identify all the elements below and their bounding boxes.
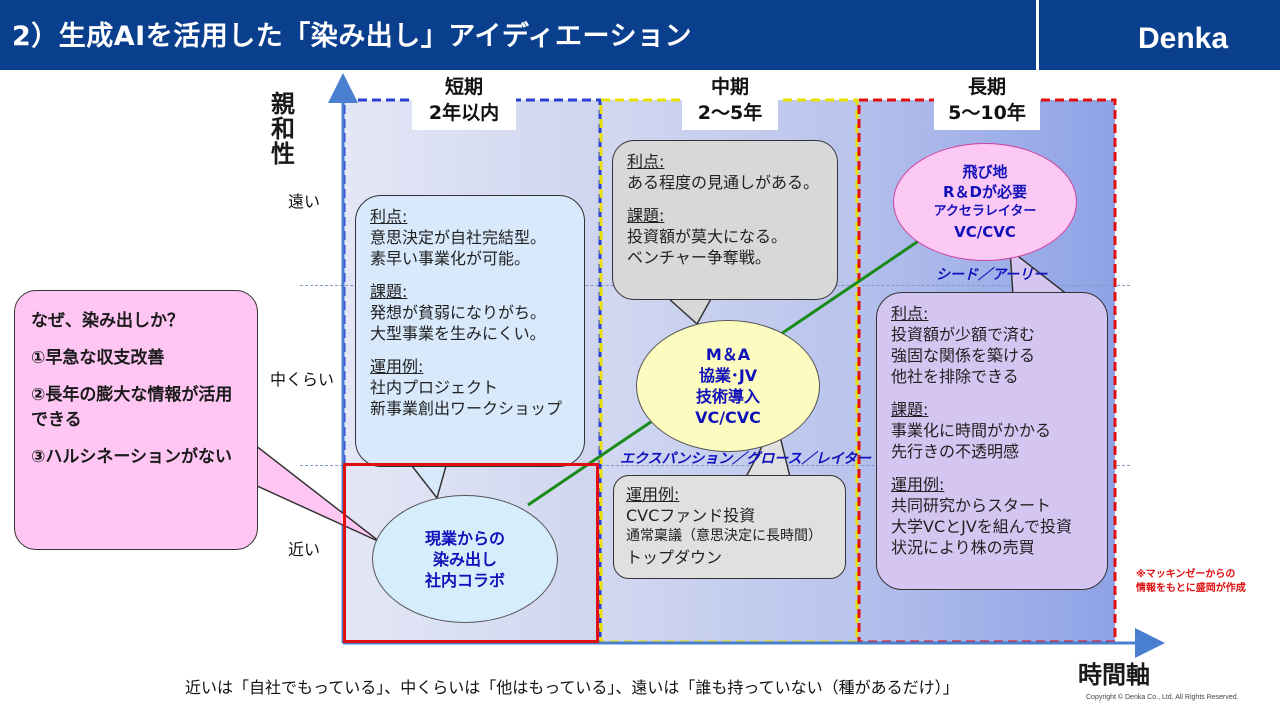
long-issue-title: 課題: [891, 400, 929, 419]
period-mid-name: 中期 [710, 76, 749, 98]
long-example-line: 状況により株の売買 [891, 538, 1035, 557]
header-bar: 2）生成AIを活用した「染み出し」アイディエーション Denka [0, 0, 1280, 70]
ellipse-short-line: 現業からの [424, 528, 505, 548]
long-merit-title: 利点: [891, 304, 929, 323]
ellipse-mid-term: M＆A 協業･JV 技術導入 VC/CVC [636, 320, 820, 452]
mid-issue-title: 課題: [627, 206, 665, 225]
long-example-line: 共同研究からスタート [891, 496, 1052, 515]
period-short-name: 短期 [444, 76, 483, 98]
long-merit-line: 他社を排除できる [891, 367, 1019, 386]
mid-top-callout-tail [665, 296, 714, 326]
period-long: 長期 5〜10年 [934, 70, 1040, 130]
mid-issue-line: 投資額が莫大になる。 [627, 227, 788, 246]
mid-merit-line: ある程度の見通しがある。 [627, 173, 820, 192]
source-note-line: ※マッキンゼーからの [1136, 569, 1236, 580]
ellipse-mid-line: 協業･JV [698, 366, 758, 385]
denka-logo: Denka [1138, 22, 1229, 55]
ellipse-short-line: 染み出し [432, 549, 497, 569]
long-merit-line: 強固な関係を築ける [891, 346, 1036, 365]
period-mid-range: 2〜5年 [697, 102, 763, 124]
short-term-callout: 利点: 意思決定が自社完結型。 素早い事業化が可能。 課題: 発想が貧弱になりが… [355, 195, 585, 467]
ellipse-short-line: 社内コラボ [424, 570, 505, 590]
ellipse-mid-line: 技術導入 [695, 387, 760, 406]
mid-example-title: 運用例: [626, 485, 680, 504]
stage-seed-label: シード／アーリー [936, 267, 1048, 283]
long-example-title: 運用例: [891, 475, 945, 494]
mid-issue-line: ベンチャー争奪戦。 [627, 248, 771, 267]
x-axis-label: 時間軸 [1078, 661, 1150, 689]
long-issue-line: 事業化に時間がかかる [891, 421, 1052, 440]
why-reason: ③ハルシネーションがない [31, 447, 233, 467]
source-note: ※マッキンゼーからの 情報をもとに盛岡が作成 [1136, 568, 1246, 596]
y-tick-medium: 中くらい [270, 370, 335, 389]
mid-example-line: CVCファンド投資 [626, 506, 756, 525]
y-tick-far: 遠い [288, 192, 321, 211]
highlight-box-near-short [343, 463, 599, 643]
mid-example-line: 通常稟議（意思決定に長時間） [626, 528, 822, 544]
long-issue-line: 先行きの不透明感 [891, 442, 1020, 461]
copyright: Copyright © Denka Co., Ltd. All Rights R… [1086, 694, 1239, 701]
long-term-callout: 利点: 投資額が少額で済む 強固な関係を築ける 他社を排除できる 課題: 事業化… [876, 292, 1108, 590]
mid-example-line: トップダウン [626, 548, 723, 567]
mid-term-callout-bottom: 運用例: CVCファンド投資 通常稟議（意思決定に長時間） トップダウン [613, 475, 846, 579]
period-mid: 中期 2〜5年 [682, 70, 778, 130]
header-divider [1036, 0, 1039, 70]
ellipse-mid-line: M＆A [705, 345, 751, 364]
guide-line-mid [300, 465, 1130, 466]
ellipse-long-line: VC/CVC [954, 223, 1016, 241]
bottom-caption: 近いは「自社でもっている」、中くらいは「他はもっている」、遠いは「誰も持っていな… [185, 678, 959, 697]
why-reason: ②長年の膨大な情報が活用できる [31, 385, 233, 430]
period-long-name: 長期 [967, 76, 1006, 98]
y-axis-label: 親和性 [271, 90, 295, 168]
why-title: なぜ、染み出しか？ [31, 311, 184, 331]
period-short-range: 2年以内 [428, 102, 500, 124]
ellipse-long-line: アクセラレイター [933, 204, 1037, 219]
short-merit-line: 意思決定が自社完結型。 [370, 228, 547, 247]
ellipse-mid-line: VC/CVC [695, 408, 761, 427]
stage-expansion-label: エクスパンション／グロース／レイター [620, 451, 872, 467]
short-merit-title: 利点: [370, 207, 408, 226]
why-reason: ①早急な収支改善 [31, 348, 165, 368]
y-tick-near: 近い [288, 540, 321, 559]
short-issue-line: 大型事業を生みにくい。 [370, 324, 546, 343]
short-issue-line: 発想が貧弱になりがち。 [370, 303, 547, 322]
long-merit-line: 投資額が少額で済む [891, 325, 1036, 344]
ellipse-short-term: 現業からの 染み出し 社内コラボ [372, 495, 558, 623]
mid-term-callout-top: 利点: ある程度の見通しがある。 課題: 投資額が莫大になる。 ベンチャー争奪戦… [612, 140, 838, 300]
long-example-line: 大学VCとJVを組んで投資 [891, 517, 1072, 536]
period-short: 短期 2年以内 [412, 70, 516, 130]
short-example-title: 運用例: [370, 357, 424, 376]
mid-merit-title: 利点: [627, 152, 665, 171]
ellipse-long-line: 飛び地 [962, 163, 1008, 181]
short-example-line: 社内プロジェクト [370, 378, 499, 397]
short-example-line: 新事業創出ワークショップ [370, 399, 563, 418]
period-long-range: 5〜10年 [948, 102, 1026, 124]
ellipse-long-term: 飛び地 R＆Dが必要 アクセラレイター VC/CVC [893, 143, 1077, 261]
source-note-line: 情報をもとに盛岡が作成 [1136, 583, 1246, 594]
short-issue-title: 課題: [370, 282, 408, 301]
page-title: 2）生成AIを活用した「染み出し」アイディエーション [12, 21, 692, 52]
ellipse-long-line: R＆Dが必要 [942, 183, 1027, 201]
short-merit-line: 素早い事業化が可能。 [370, 249, 531, 268]
why-callout: なぜ、染み出しか？ ①早急な収支改善 ②長年の膨大な情報が活用できる ③ハルシネ… [14, 290, 258, 550]
